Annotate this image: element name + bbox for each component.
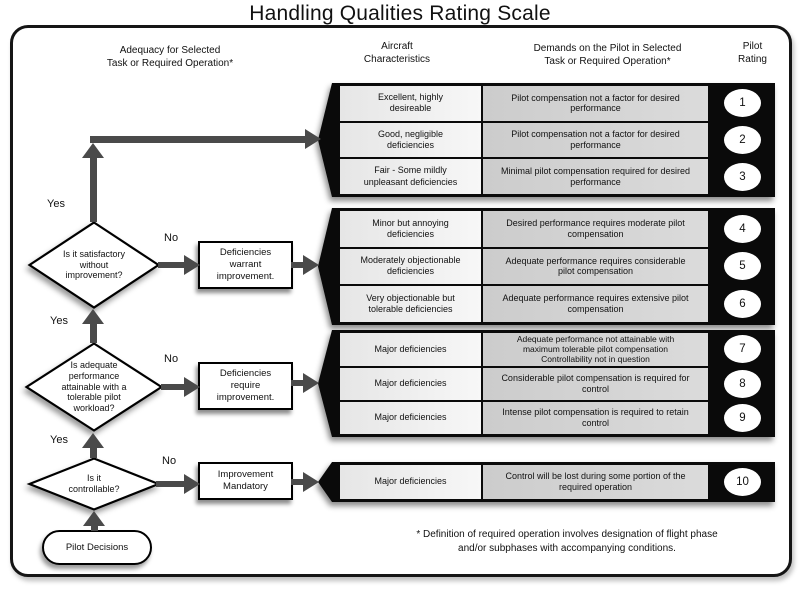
table-row: Fair - Some mildly unpleasant deficienci… <box>340 159 761 194</box>
yes-label: Yes <box>50 315 68 327</box>
pilot-demands-cell: Desired performance requires moderate pi… <box>483 211 708 247</box>
pilot-demands-cell: Adequate performance requires considerab… <box>483 248 708 285</box>
pilot-demands-cell: Pilot compensation not a factor for desi… <box>483 86 708 121</box>
table-row: Major deficiencies Adequate performance … <box>340 333 761 366</box>
aircraft-characteristics-cell: Fair - Some mildly unpleasant deficienci… <box>340 159 481 194</box>
pilot-rating-badge: 9 <box>724 403 761 432</box>
no-label: No <box>162 455 177 467</box>
table-row: Excellent, highly desireable Pilot compe… <box>340 86 761 121</box>
decision-satisfactory-diamond: Is it satisfactory without improvement? <box>27 221 161 309</box>
header-pilot-rating: Pilot Rating <box>738 41 767 65</box>
arrow-right-icon <box>184 377 200 397</box>
flow-connector <box>156 481 186 487</box>
header-aircraft-characteristics: Aircraft Characteristics <box>363 41 431 65</box>
pilot-rating-badge: 4 <box>724 214 761 243</box>
aircraft-characteristics-cell: Excellent, highly desireable <box>340 86 481 121</box>
flow-connector <box>90 447 97 458</box>
page-title: Handling Qualities Rating Scale <box>249 2 551 25</box>
header-adequacy: Adequacy for Selected Task or Required O… <box>106 45 234 69</box>
decision-label: Is it controllable? <box>68 473 120 494</box>
pilot-rating-badge: 6 <box>724 290 761 319</box>
pilot-demands-cell: Intense pilot compensation is required t… <box>483 401 708 434</box>
pilot-rating-badge: 10 <box>724 468 761 496</box>
aircraft-characteristics-cell: Major deficiencies <box>340 465 481 499</box>
no-label: No <box>164 353 179 365</box>
decision-adequate-performance-diamond: Is adequate performance attainable with … <box>24 342 164 432</box>
flow-connector <box>90 157 97 222</box>
flow-connector <box>158 262 186 268</box>
table-row: Moderately objectionable deficiencies Ad… <box>340 248 761 285</box>
pilot-demands-cell: Pilot compensation not a factor for desi… <box>483 122 708 158</box>
table-row: Major deficiencies Intense pilot compens… <box>340 401 761 434</box>
pilot-rating-badge: 5 <box>724 252 761 281</box>
pilot-demands-cell: Control will be lost during some portion… <box>483 465 708 499</box>
yes-label: Yes <box>50 434 68 446</box>
decision-label: Is adequate performance attainable with … <box>61 360 127 413</box>
flow-connector <box>90 136 305 143</box>
table-row: Very objectionable but tolerable deficie… <box>340 286 761 322</box>
flow-connector <box>90 323 97 343</box>
pilot-demands-cell: Adequate performance not attainable with… <box>483 333 708 366</box>
flow-connector <box>161 384 186 390</box>
pilot-demands-cell: Considerable pilot compensation is requi… <box>483 367 708 400</box>
pilot-decisions-start: Pilot Decisions <box>42 530 152 565</box>
action-improvement-mandatory-box: Improvement Mandatory <box>198 462 293 500</box>
diamond-shape <box>24 342 164 432</box>
aircraft-characteristics-cell: Moderately objectionable deficiencies <box>340 248 481 285</box>
action-deficiencies-warrant-box: Deficiencies warrant improvement. <box>198 241 293 289</box>
arrow-right-icon <box>303 373 319 393</box>
arrow-up-icon <box>82 309 104 324</box>
table-row: Major deficiencies Considerable pilot co… <box>340 367 761 400</box>
arrow-right-icon <box>305 129 321 149</box>
arrow-up-icon <box>82 143 104 158</box>
arrow-right-icon <box>184 255 200 275</box>
aircraft-characteristics-cell: Major deficiencies <box>340 401 481 434</box>
pilot-rating-badge: 7 <box>724 335 761 364</box>
decision-controllable-diamond: Is it controllable? <box>26 457 162 511</box>
arrow-right-icon <box>303 255 319 275</box>
pilot-rating-badge: 2 <box>724 125 761 154</box>
decision-label: Is it satisfactory without improvement? <box>62 249 125 281</box>
flow-connector <box>91 524 98 531</box>
aircraft-characteristics-cell: Very objectionable but tolerable deficie… <box>340 286 481 322</box>
table-row: Good, negligible deficiencies Pilot comp… <box>340 122 761 158</box>
rating-group-10: Major deficiencies Control will be lost … <box>318 462 775 502</box>
flow-connector <box>291 380 305 386</box>
pilot-rating-badge: 1 <box>724 89 761 118</box>
flow-connector <box>291 479 305 485</box>
rating-group-7-9: Major deficiencies Adequate performance … <box>318 330 775 437</box>
aircraft-characteristics-cell: Minor but annoying deficiencies <box>340 211 481 247</box>
arrow-up-icon <box>83 511 105 526</box>
rating-group-1-3: Excellent, highly desireable Pilot compe… <box>318 83 775 197</box>
pilot-demands-cell: Minimal pilot compensation required for … <box>483 159 708 194</box>
action-deficiencies-require-box: Deficiencies require improvement. <box>198 362 293 410</box>
arrow-up-icon <box>82 433 104 448</box>
arrow-right-icon <box>303 472 319 492</box>
table-row: Major deficiencies Control will be lost … <box>340 465 761 499</box>
rating-group-4-6: Minor but annoying deficiencies Desired … <box>318 208 775 325</box>
diamond-shape <box>26 457 162 511</box>
aircraft-characteristics-cell: Major deficiencies <box>340 367 481 400</box>
table-row: Minor but annoying deficiencies Desired … <box>340 211 761 247</box>
diamond-shape <box>27 221 161 309</box>
pilot-rating-badge: 8 <box>724 369 761 398</box>
pilot-demands-cell: Adequate performance requires extensive … <box>483 286 708 322</box>
footnote: * Definition of required operation invol… <box>416 529 718 554</box>
no-label: No <box>164 232 179 244</box>
flow-connector <box>291 262 305 268</box>
pilot-rating-badge: 3 <box>724 162 761 191</box>
header-demands: Demands on the Pilot in Selected Task or… <box>533 43 682 67</box>
aircraft-characteristics-cell: Major deficiencies <box>340 333 481 366</box>
arrow-right-icon <box>184 474 200 494</box>
yes-label: Yes <box>47 198 65 210</box>
aircraft-characteristics-cell: Good, negligible deficiencies <box>340 122 481 158</box>
